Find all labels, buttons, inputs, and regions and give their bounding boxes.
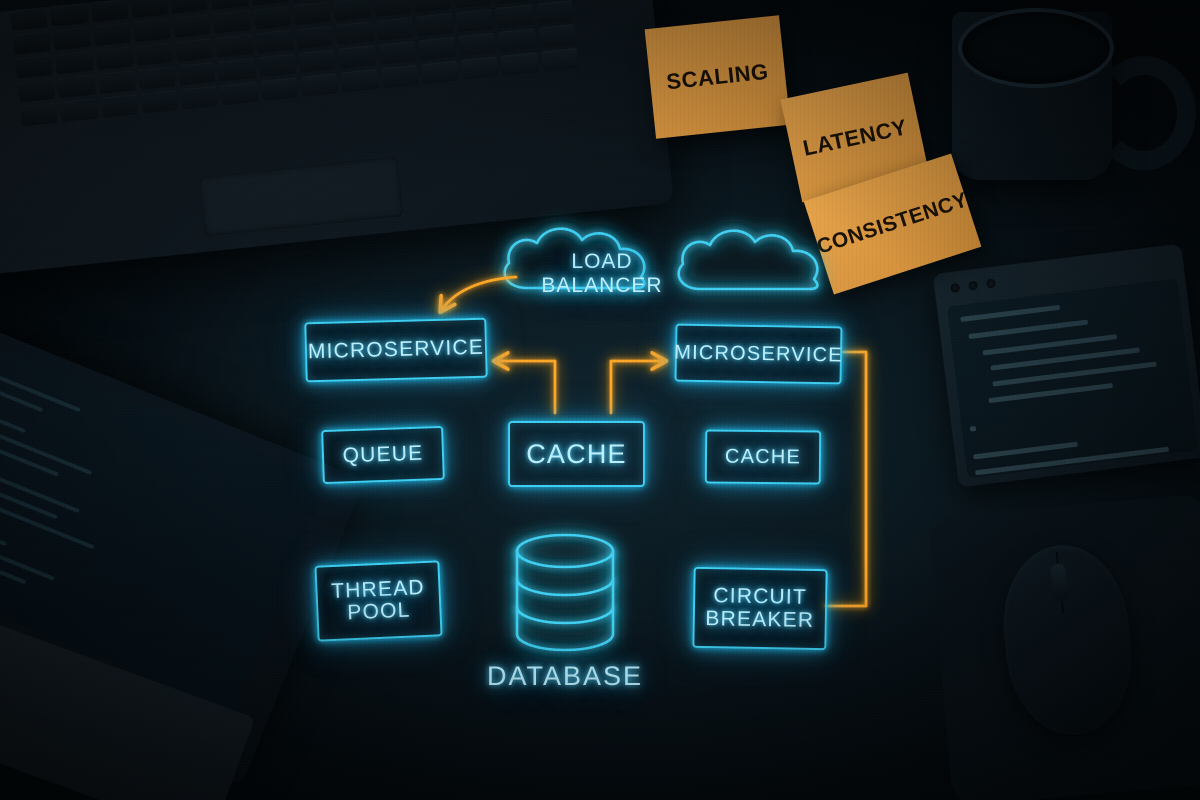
node-cache-main[interactable]: CACHE — [508, 421, 645, 487]
node-database-label: DATABASE — [486, 661, 644, 691]
lb-label-line2: BALANCER — [541, 274, 663, 298]
circuit-breaker-line2: BREAKER — [705, 606, 815, 632]
node-queue[interactable]: QUEUE — [321, 425, 445, 485]
database-cylinder-shape — [515, 533, 615, 652]
node-cache-right[interactable]: CACHE — [704, 429, 822, 485]
node-cache-right-label: CACHE — [724, 445, 802, 468]
edge-cache-to-ms-right — [609, 361, 665, 415]
cloud-load-balancer-label: LOAD BALANCER — [512, 250, 692, 298]
edge-circuitbreaker-feedback — [824, 350, 868, 608]
lb-label-line1: LOAD — [571, 250, 633, 273]
node-circuit-breaker[interactable]: CIRCUIT BREAKER — [692, 566, 828, 651]
edge-lb-to-ms-left — [441, 275, 518, 311]
node-microservice-left[interactable]: MICROSERVICE — [304, 317, 488, 383]
thread-pool-line1: THREAD — [330, 575, 426, 603]
node-circuit-breaker-label: CIRCUIT BREAKER — [705, 584, 815, 632]
edge-cache-to-ms-left — [495, 361, 557, 415]
node-microservice-right[interactable]: MICROSERVICE — [674, 323, 843, 385]
node-queue-label: QUEUE — [342, 441, 424, 468]
node-cache-main-label: CACHE — [526, 438, 627, 469]
node-microservice-right-label: MICROSERVICE — [674, 341, 843, 366]
thread-pool-line2: POOL — [346, 598, 411, 625]
node-thread-pool[interactable]: THREAD POOL — [314, 560, 443, 642]
node-thread-pool-label: THREAD POOL — [330, 575, 426, 625]
circuit-breaker-line1: CIRCUIT — [713, 584, 808, 610]
cloud-entry-shape — [677, 229, 819, 291]
node-microservice-left-label: MICROSERVICE — [307, 335, 485, 364]
